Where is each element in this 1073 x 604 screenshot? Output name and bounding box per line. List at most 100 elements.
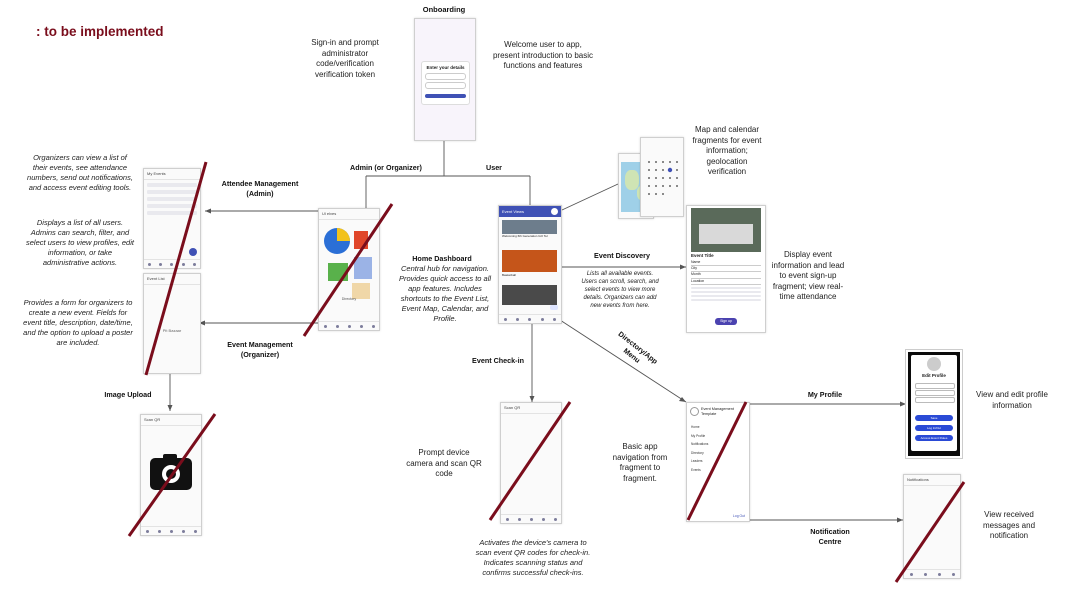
view-messages-description: View received messages and notification <box>982 510 1036 540</box>
scan-qr-screen: Scan QR <box>500 402 562 524</box>
profile-field[interactable] <box>915 397 955 403</box>
onboarding-field-2[interactable] <box>425 82 466 89</box>
event-field: City <box>691 266 761 273</box>
organizers-description: Organizers can view a list of their even… <box>27 153 133 192</box>
event-card-title: Welcoming 6th Generation GO Tel <box>502 234 548 238</box>
menu-items: Home My Profile Notifications Directory … <box>691 423 745 474</box>
menu-avatar <box>690 407 699 416</box>
event-image <box>691 208 761 252</box>
event-management-label: Event Management (Organizer) <box>227 340 293 359</box>
menu-item-profile[interactable]: My Profile <box>691 433 706 438</box>
list-item[interactable] <box>147 211 197 215</box>
menu-item-notifications[interactable]: Notifications <box>691 442 709 446</box>
bottom-nav <box>904 569 960 578</box>
line-directory <box>559 319 687 403</box>
menu-item-events[interactable]: Events <box>691 467 701 472</box>
event-field: Name <box>691 260 761 267</box>
event-card-title: Basketball <box>502 273 516 277</box>
log-in-out-button[interactable]: Log In/Out <box>915 425 953 431</box>
event-card-image[interactable] <box>502 250 557 272</box>
arrowhead <box>680 264 686 270</box>
event-info-description: Display event information and lead to ev… <box>771 250 845 301</box>
arrowhead <box>167 405 173 411</box>
calendar-grid[interactable] <box>641 138 683 216</box>
line-to-map <box>561 183 619 211</box>
home-title: Event Views <box>499 206 561 217</box>
onboarding-screen: Enter your details <box>414 18 476 141</box>
create-event-title: Event List <box>144 274 200 285</box>
camera-icon <box>150 454 192 490</box>
profile-avatar <box>927 357 941 371</box>
profile-avatar[interactable] <box>551 208 558 215</box>
arrowhead <box>529 396 535 402</box>
organizer-events-title: My Events <box>144 169 200 180</box>
admin-home-caption: Directory <box>341 297 357 301</box>
onboarding-form-title: Enter your details <box>426 65 465 70</box>
home-dashboard-description: Central hub for navigation. Provides qui… <box>398 264 492 323</box>
access-event-roles-button[interactable]: Access Event Roles <box>915 435 953 441</box>
list-item[interactable] <box>147 197 197 201</box>
log-out-link[interactable]: Log Out <box>732 514 745 518</box>
event-fields: Name City Month Location <box>691 260 761 285</box>
user-label: User <box>486 163 502 172</box>
list-item[interactable] <box>147 183 197 187</box>
dashboard-illustration <box>324 228 372 299</box>
onboarding-submit-button[interactable] <box>425 94 466 98</box>
create-event-description: Provides a form for organizers to create… <box>23 298 133 347</box>
image-upload-screen: Scan QR <box>140 414 202 536</box>
event-field: Month <box>691 272 761 279</box>
create-event-screen: Event List Pit Bazaar <box>143 273 201 374</box>
users-list-description: Displays a list of all users. Admins can… <box>26 218 134 267</box>
legend-to-be-implemented: : to be implemented <box>36 24 164 39</box>
list-item[interactable] <box>147 204 197 208</box>
onboarding-form-card: Enter your details <box>421 61 470 105</box>
menu-item-leaders[interactable]: Leaders <box>691 459 703 463</box>
bottom-nav <box>144 259 200 268</box>
notifications-title: Notifications <box>904 475 960 486</box>
event-title-heading: Event Title <box>691 253 714 258</box>
profile-field[interactable] <box>915 383 955 389</box>
arrowhead <box>205 208 211 214</box>
onboarding-label: Onboarding <box>422 5 466 14</box>
add-event-fab[interactable] <box>189 248 197 256</box>
onboarding-field-1[interactable] <box>425 73 466 80</box>
basic-nav-description: Basic app navigation from fragment to fr… <box>612 442 668 483</box>
event-discovery-label: Event Discovery <box>594 251 650 260</box>
bottom-nav <box>319 321 379 330</box>
menu-item-directory[interactable]: Directory <box>691 450 704 455</box>
scan-detail-description: Activates the device's camera to scan ev… <box>475 538 591 577</box>
add-button[interactable] <box>550 305 558 310</box>
list-item[interactable] <box>147 190 197 194</box>
attendee-management-label: Attendee Management (Admin) <box>221 179 299 198</box>
profile-field[interactable] <box>915 390 955 396</box>
signin-description: Sign-in and prompt administrator code/ve… <box>311 38 379 79</box>
home-dashboard-screen: Event Views Welcoming 6th Generation GO … <box>498 205 562 324</box>
admin-home-screen: Ul elves Directory <box>318 208 380 331</box>
event-detail-screen: Event Title Name City Month Location Sig… <box>686 205 766 333</box>
event-list-description: Lists all available events. Users can sc… <box>581 271 659 309</box>
bottom-nav <box>141 526 201 535</box>
arrowhead <box>900 401 906 407</box>
scan-prompt-description: Prompt device camera and scan QR code <box>406 448 482 478</box>
admin-home-title: Ul elves <box>319 209 379 220</box>
event-field: Location <box>691 279 761 285</box>
event-card-image[interactable] <box>502 285 557 305</box>
event-card-image[interactable] <box>502 220 557 234</box>
event-checkin-label: Event Check-in <box>472 356 524 365</box>
view-profile-description: View and edit profile information <box>976 390 1048 410</box>
my-profile-label: My Profile <box>807 390 843 399</box>
notification-centre-label: Notification Centre <box>810 527 850 546</box>
bottom-nav <box>501 514 561 523</box>
arrowhead <box>679 397 686 402</box>
sign-up-button[interactable]: Sign up <box>715 318 737 325</box>
image-upload-label: Image Upload <box>104 390 152 399</box>
welcome-description: Welcome user to app, present introductio… <box>492 40 594 70</box>
menu-item-home[interactable]: Home <box>691 425 700 429</box>
profile-title: Edit Profile <box>922 373 946 378</box>
admin-organizer-label: Admin (or Organizer) <box>350 163 422 172</box>
event-description-text <box>691 285 761 303</box>
image-upload-title: Scan QR <box>141 415 201 426</box>
save-button[interactable]: Save <box>915 415 953 421</box>
home-dashboard-label: Home Dashboard <box>412 254 472 263</box>
create-event-body: Pit Bazaar <box>162 328 182 333</box>
